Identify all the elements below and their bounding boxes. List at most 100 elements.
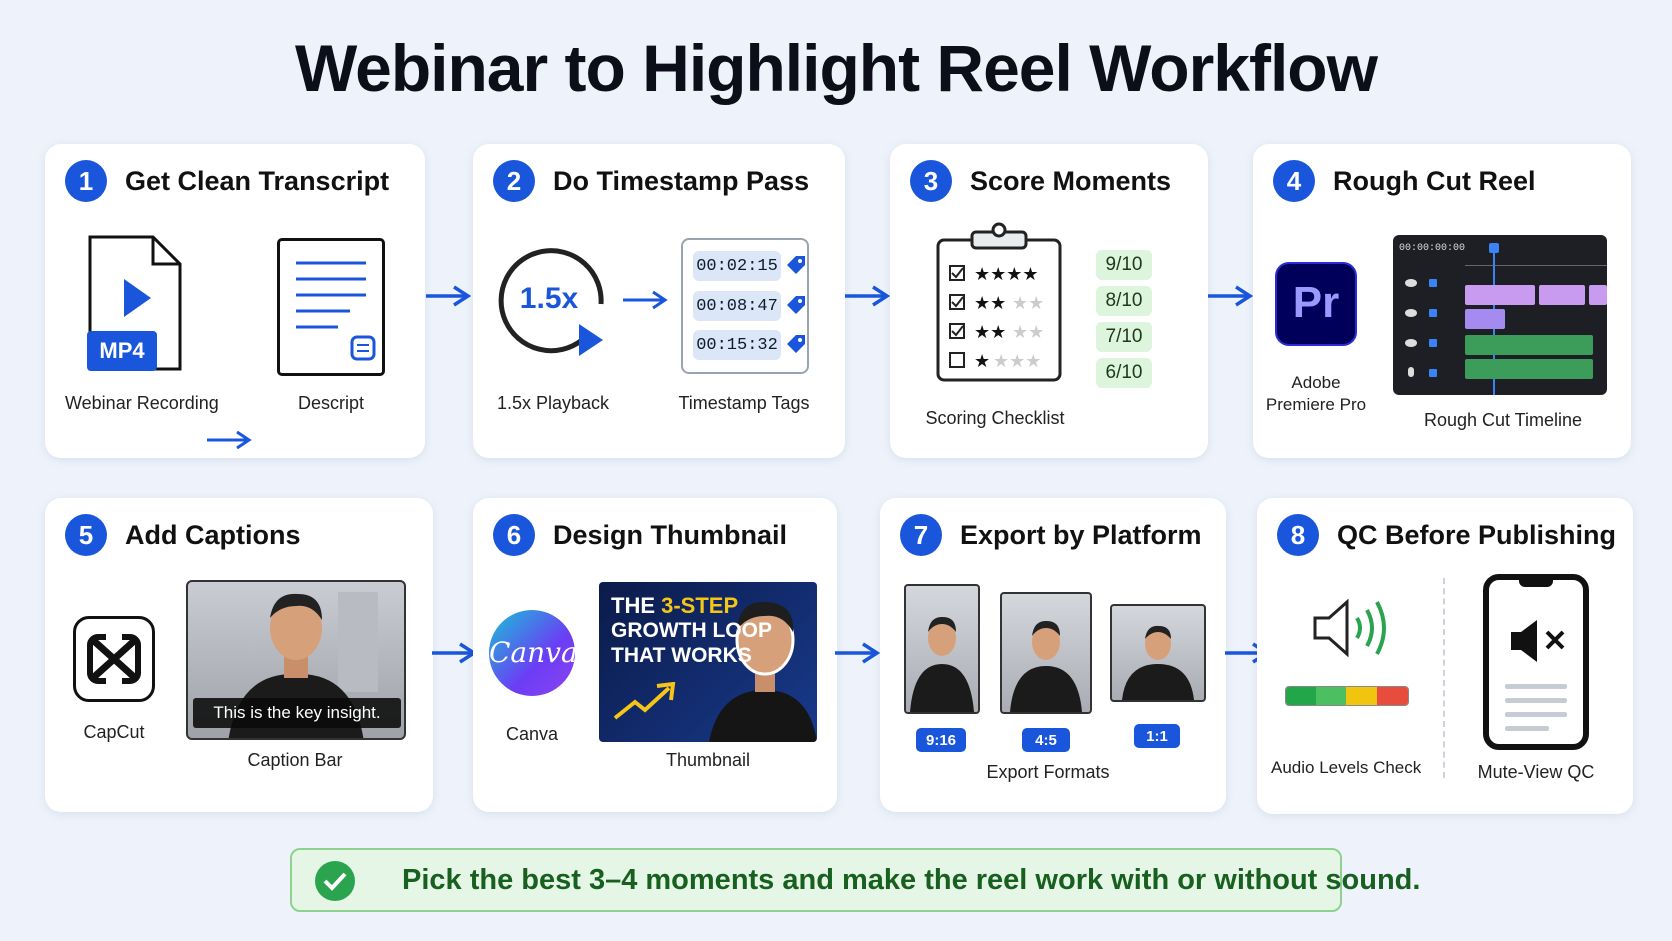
speaker-volume-icon bbox=[1313, 598, 1386, 658]
step-number: 4 bbox=[1273, 160, 1315, 202]
premiere-pro-logo-text: Pr bbox=[1292, 278, 1340, 327]
presenter-image bbox=[910, 616, 974, 712]
mute-icon bbox=[1511, 620, 1565, 662]
svg-text:★★★★: ★★★★ bbox=[974, 264, 1039, 285]
step-number: 8 bbox=[1277, 514, 1319, 556]
document-icon bbox=[277, 238, 385, 376]
playback-speed-icon bbox=[498, 248, 604, 356]
step-card-4: 4 Rough Cut Reel Pr Adobe Premiere Pro 0… bbox=[1253, 144, 1631, 458]
score-badge: 6/10 bbox=[1096, 358, 1152, 388]
svg-text:★: ★ bbox=[974, 351, 990, 372]
step-title: QC Before Publishing bbox=[1337, 519, 1617, 550]
step-card-5: 5 Add Captions CapCut This is the key in… bbox=[45, 498, 433, 812]
step-title: Score Moments bbox=[970, 165, 1172, 196]
step-card-1: 1 Get Clean Transcript MP4 Webinar Recor… bbox=[45, 144, 425, 458]
footer-text: Pick the best 3–4 moments and make the r… bbox=[402, 864, 1421, 896]
step-card-6: 6 Design Thumbnail Canva Canva THE 3-STE… bbox=[473, 498, 837, 812]
export-preview-9-16 bbox=[904, 584, 980, 714]
page-title: Webinar to Highlight Reel Workflow bbox=[295, 31, 1378, 105]
growth-arrow-icon bbox=[613, 682, 676, 720]
export-preview-4-5 bbox=[1000, 592, 1092, 714]
text-line bbox=[1505, 712, 1567, 717]
timestamp-tag: 00:15:32 bbox=[693, 330, 781, 360]
score-badge: 9/10 bbox=[1096, 250, 1152, 280]
step-number: 7 bbox=[900, 514, 942, 556]
capcut-logo bbox=[73, 616, 155, 702]
audio-levels-label: Audio Levels Check bbox=[1271, 758, 1422, 777]
step-title: Design Thumbnail bbox=[553, 519, 788, 550]
arrow-right-icon bbox=[207, 430, 252, 450]
step-card-7: 7 Export by Platform 9:16 4:5 1:1 Export… bbox=[880, 498, 1226, 812]
thumbnail-headline-line1: THE 3-STEP bbox=[611, 593, 739, 618]
arrow-right-icon bbox=[426, 285, 472, 307]
timestamp-tag: 00:08:47 bbox=[693, 291, 781, 321]
video-clip bbox=[1465, 309, 1505, 329]
thumbnail-headline-line2: GROWTH LOOP bbox=[611, 619, 772, 642]
step-card-2: 2 Do Timestamp Pass 1.5x 00:02:15 00:08:… bbox=[473, 144, 845, 458]
arrow-right-icon bbox=[1208, 285, 1254, 307]
track-controls bbox=[1405, 279, 1437, 377]
caption-bar-label: Caption Bar bbox=[247, 750, 343, 770]
video-clip bbox=[1589, 285, 1607, 305]
video-clip bbox=[1539, 285, 1585, 305]
arrow-right-icon bbox=[432, 642, 478, 664]
rough-cut-timeline-label: Rough Cut Timeline bbox=[1423, 410, 1583, 430]
step-card-8: 8 QC Before Publishing Audio Levels Chec… bbox=[1257, 498, 1633, 814]
mp4-file-icon bbox=[87, 235, 182, 371]
tag-icon bbox=[787, 256, 805, 274]
export-preview-1-1 bbox=[1110, 604, 1206, 702]
svg-text:★★: ★★ bbox=[1012, 293, 1044, 314]
step-card-3: 3 Score Moments ★★★★ ★★ ★★ ★★ ★★ ★ ★★★ 9… bbox=[890, 144, 1208, 458]
mute-view-qc-label: Mute-View QC bbox=[1477, 762, 1595, 782]
export-formats-label: Export Formats bbox=[986, 762, 1110, 782]
presenter-image bbox=[1122, 625, 1194, 700]
check-circle-icon bbox=[315, 861, 355, 901]
score-badge: 8/10 bbox=[1096, 286, 1152, 316]
audio-clip bbox=[1465, 335, 1593, 355]
tag-icon bbox=[787, 296, 805, 314]
footer-callout: Pick the best 3–4 moments and make the r… bbox=[290, 848, 1420, 912]
timeline-panel: 00:00:00:00 bbox=[1393, 235, 1607, 395]
thumbnail-image bbox=[599, 582, 817, 742]
step-title: Rough Cut Reel bbox=[1333, 165, 1536, 196]
capcut-label: CapCut bbox=[83, 722, 145, 742]
ratio-badge-9-16: 9:16 bbox=[916, 728, 966, 752]
thumbnail-label: Thumbnail bbox=[665, 750, 751, 770]
step-number: 3 bbox=[910, 160, 952, 202]
webinar-recording-label: Webinar Recording bbox=[65, 393, 219, 413]
svg-text:★★: ★★ bbox=[974, 293, 1006, 314]
timestamp-tags-label: Timestamp Tags bbox=[678, 393, 810, 413]
clipboard-checklist-icon: ★★★★ ★★ ★★ ★★ ★★ ★ ★★★ bbox=[936, 222, 1062, 382]
canva-logo bbox=[489, 610, 575, 696]
caption-bar: This is the key insight. bbox=[193, 698, 401, 728]
svg-text:★★★: ★★★ bbox=[993, 351, 1041, 372]
canva-label: Canva bbox=[505, 724, 559, 744]
text-line bbox=[1505, 698, 1567, 703]
step-number: 5 bbox=[65, 514, 107, 556]
score-badge: 7/10 bbox=[1096, 322, 1152, 352]
video-clip bbox=[1465, 285, 1535, 305]
arrow-right-icon bbox=[835, 642, 881, 664]
arrow-right-icon bbox=[623, 290, 668, 310]
playback-speed-value: 1.5x bbox=[519, 282, 579, 315]
step-title: Export by Platform bbox=[960, 519, 1202, 550]
tag-icon bbox=[787, 335, 805, 353]
thumbnail-headline-line3: THAT WORKS bbox=[611, 644, 752, 667]
audio-level-meter bbox=[1285, 686, 1409, 706]
divider bbox=[1443, 578, 1445, 778]
audio-clip bbox=[1465, 359, 1593, 379]
text-line bbox=[1505, 726, 1549, 731]
timestamp-tag: 00:02:15 bbox=[693, 251, 781, 281]
presenter-image bbox=[709, 601, 817, 742]
phone-icon bbox=[1483, 574, 1589, 750]
step-title: Add Captions bbox=[125, 519, 301, 550]
step-title: Get Clean Transcript bbox=[125, 165, 390, 196]
ratio-badge-1-1: 1:1 bbox=[1134, 724, 1180, 748]
presenter-image bbox=[1010, 620, 1082, 712]
step-number: 1 bbox=[65, 160, 107, 202]
step-title: Do Timestamp Pass bbox=[553, 165, 810, 196]
svg-text:★★: ★★ bbox=[1012, 322, 1044, 343]
step-number: 2 bbox=[493, 160, 535, 202]
arrow-right-icon bbox=[845, 285, 891, 307]
canva-logo-text: Canva bbox=[489, 636, 578, 669]
